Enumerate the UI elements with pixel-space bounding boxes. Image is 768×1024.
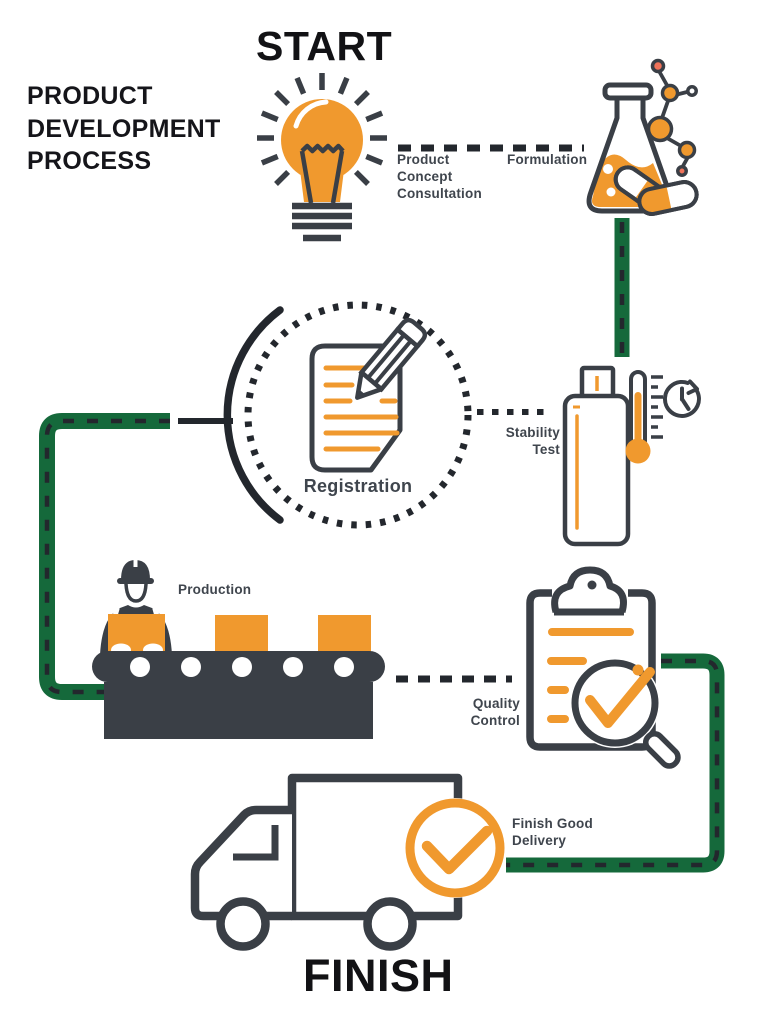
bottle-thermometer-clock-icon xyxy=(562,365,701,547)
magnifier-check-icon xyxy=(570,658,681,769)
document-pencil-icon xyxy=(309,317,428,473)
thermometer-icon xyxy=(625,370,663,464)
box-on-belt xyxy=(215,615,268,653)
worker-conveyor-icon xyxy=(92,558,385,739)
bottle-body xyxy=(562,393,631,547)
step-label-delivery: Finish Good Delivery xyxy=(512,816,593,848)
truck-cab xyxy=(190,805,292,921)
step-label-concept: Product Concept Consultation xyxy=(397,152,482,201)
truck-wheel xyxy=(216,897,270,951)
finish-label: FINISH xyxy=(303,950,454,1001)
registration-dotted-ring xyxy=(223,301,472,529)
page-title: PRODUCT DEVELOPMENT PROCESS xyxy=(27,82,221,175)
step-label-registration: Registration xyxy=(303,476,413,496)
step-label-formulation: Formulation xyxy=(507,152,588,167)
truck-window xyxy=(233,825,279,861)
pencil-icon xyxy=(355,317,428,400)
check-circle-icon xyxy=(405,798,505,898)
lightbulb-icon xyxy=(257,73,387,242)
clipboard-magnifier-check-icon xyxy=(526,566,681,769)
green-route-registration-to-production xyxy=(39,413,170,700)
molecule-icon xyxy=(646,58,698,177)
conveyor-base xyxy=(104,682,373,739)
flask-molecule-icon xyxy=(586,58,699,216)
clock-icon xyxy=(663,379,701,418)
truck-wheel xyxy=(363,897,417,951)
start-label: START xyxy=(256,23,393,69)
clipboard-clip xyxy=(551,566,627,616)
worker-icon xyxy=(100,558,172,657)
step-label-quality: Quality Control xyxy=(470,696,520,728)
green-route-quality-to-delivery xyxy=(506,653,725,873)
step-label-stability: Stability Test xyxy=(505,425,560,457)
capsule-icon xyxy=(613,165,699,216)
bulb-rays xyxy=(257,73,387,186)
box-on-belt xyxy=(318,615,371,653)
truck-check-circle-icon xyxy=(190,773,505,951)
step-label-production: Production xyxy=(178,582,252,597)
